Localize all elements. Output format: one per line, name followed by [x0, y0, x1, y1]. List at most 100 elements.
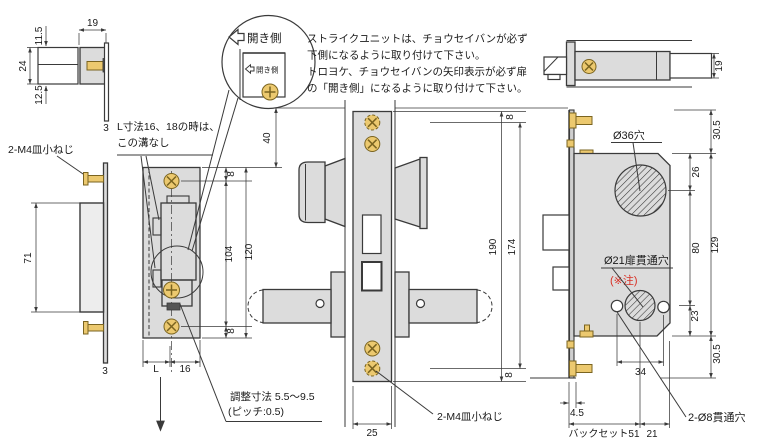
- hole-8-left: [610, 299, 624, 313]
- dim-4-5: 4.5: [570, 408, 584, 419]
- dim-71: 71: [23, 252, 34, 264]
- label-hole21: Ø21扉貫通穴: [604, 253, 669, 267]
- knob-body: [298, 161, 326, 224]
- strike-body-outline: [37, 46, 79, 85]
- dim-16: 16: [179, 364, 191, 375]
- groove-note-line2: この溝なし: [117, 136, 170, 149]
- dim-24: 24: [18, 60, 29, 72]
- case-tab-bottom-icon: [579, 324, 594, 338]
- dim-30-5-top: 30.5: [712, 120, 723, 140]
- dim-8a: 8: [226, 171, 237, 177]
- dim-23: 23: [690, 310, 701, 322]
- installation-notice: ストライクユニットは、チョウセイバンが必ず 下側になるように取り付けて下さい。 …: [307, 32, 528, 95]
- bar-mount-plate-left: [330, 271, 346, 338]
- dim-3-bottom: 3: [102, 366, 108, 377]
- dim-19-top: 19: [87, 18, 99, 29]
- latch-bolt-section: [361, 214, 382, 255]
- mount-screw-bottom-icon: [83, 321, 104, 335]
- dim-104: 104: [224, 245, 235, 262]
- door-drilling-view: Ø36穴 Ø21扉貫通穴 (※注) 2-Ø8貫通穴 30.5 26 80 129…: [530, 109, 745, 440]
- open-side-arrow-icon-small: [244, 63, 255, 75]
- label-m4-screw-center: 2-M4皿小ねじ: [437, 411, 503, 423]
- groove-notch-upper: [152, 217, 162, 236]
- latch-plan-view: 19: [543, 40, 725, 88]
- edge-clip-top: [566, 139, 575, 148]
- faceplate-screw-2-icon: [364, 136, 381, 152]
- dim-8c: 8: [505, 114, 516, 120]
- balloon-open-side-small: 開き側: [256, 65, 279, 75]
- groove-note-line1: L寸法16、18の時は、: [117, 120, 220, 133]
- label-hole36: Ø36穴: [613, 128, 645, 142]
- hole-8-right: [657, 300, 670, 314]
- latch-bolt-side: [542, 214, 570, 251]
- latch-bolt-plan: [543, 56, 568, 76]
- hole-21: [624, 289, 656, 322]
- faceplate-screw-4-icon: [364, 360, 381, 377]
- faceplate-screw-3-icon: [364, 340, 381, 357]
- strike-top-view: 19 24 11.5 12.5 3: [18, 18, 109, 134]
- bar-mount-plate-right: [394, 271, 410, 338]
- hole-36: [614, 164, 667, 217]
- rose-right: [394, 158, 421, 228]
- dim-30-5-bottom: 30.5: [712, 344, 723, 364]
- dim-120: 120: [244, 243, 255, 260]
- dim-34: 34: [635, 367, 647, 378]
- dim-174: 174: [507, 238, 518, 255]
- dim-80: 80: [691, 242, 702, 254]
- latch-spindle-housing: [669, 52, 713, 79]
- groove-notch-lower: [152, 269, 162, 288]
- notice-line-1: ストライクユニットは、チョウセイバンが必ず: [307, 32, 528, 45]
- dim-8d: 8: [504, 372, 515, 378]
- latch-screw-icon: [581, 59, 597, 74]
- rose-plate-right: [419, 156, 428, 230]
- dim-26: 26: [691, 166, 702, 178]
- strike-side-view: 2-M4皿小ねじ 71 3: [8, 144, 108, 377]
- bar-screw-hole-right: [415, 298, 426, 309]
- faceplate-screw-1-icon: [364, 114, 381, 131]
- screw-top-icon: [163, 173, 180, 189]
- latch-bolt-foot: [547, 73, 561, 81]
- strike-side-box: [79, 202, 105, 313]
- knob-rose-left: [324, 157, 346, 228]
- latch-faceplate: [565, 41, 576, 87]
- dim-3-top: 3: [103, 123, 109, 134]
- dim-8b: 8: [226, 328, 237, 334]
- adjust-note-line1: 調整寸法 5.5〜9.5: [230, 390, 315, 403]
- stop-piece-side: [552, 266, 570, 291]
- adjust-screw-icon: [163, 281, 180, 299]
- open-side-arrow-icon-large: [228, 28, 245, 46]
- label-backset: バックセット51: [568, 428, 640, 440]
- label-m4-screw-left: 2-M4皿小ねじ: [8, 144, 74, 156]
- mount-screw-top-icon: [83, 172, 104, 186]
- dim-40: 40: [262, 132, 273, 144]
- edge-clip-bottom: [566, 340, 575, 349]
- edge-screw-top-icon: [569, 112, 593, 129]
- bar-screw-hole-left: [315, 298, 325, 309]
- dim-11-5: 11.5: [34, 26, 45, 45]
- screw-bottom-icon: [163, 318, 180, 335]
- adjust-plate-tab: [166, 302, 181, 311]
- latch-bolt-top: [86, 61, 104, 71]
- dim-L: L: [153, 364, 159, 375]
- lock-section-view: 40 25 2-M4皿小ねじ 8 190 174: [247, 100, 568, 439]
- label-hole8: 2-Ø8貫通穴: [688, 410, 745, 424]
- hub-square: [361, 261, 383, 292]
- dim-25: 25: [366, 428, 378, 439]
- notice-line-2: 下側になるように取り付けて下さい。: [307, 49, 486, 62]
- detail-circle: [150, 245, 204, 299]
- notice-line-4: の「開き側」になるように取り付けて下さい。: [307, 82, 528, 95]
- dim-129: 129: [710, 236, 721, 253]
- balloon-open-side-large: 開き側: [247, 32, 282, 45]
- strike-front-view: 8 104 8 120 L 16 L寸法16、18の時は、 この溝なし 調整寸法…: [117, 120, 322, 432]
- balloon-screw-icon: [261, 83, 279, 101]
- notice-line-3: トロヨケ、チョウセイバンの矢印表示が必ず扉: [307, 65, 527, 78]
- strike-box-tab: [166, 195, 190, 204]
- detail-balloon: 開き側 開き側: [187, 14, 316, 252]
- dim-21: 21: [646, 429, 658, 440]
- label-caution: (※注): [610, 273, 638, 287]
- faceplate-edge: [103, 42, 110, 122]
- edge-screw-bottom-icon: [569, 360, 593, 377]
- dim-12-5: 12.5: [34, 85, 45, 105]
